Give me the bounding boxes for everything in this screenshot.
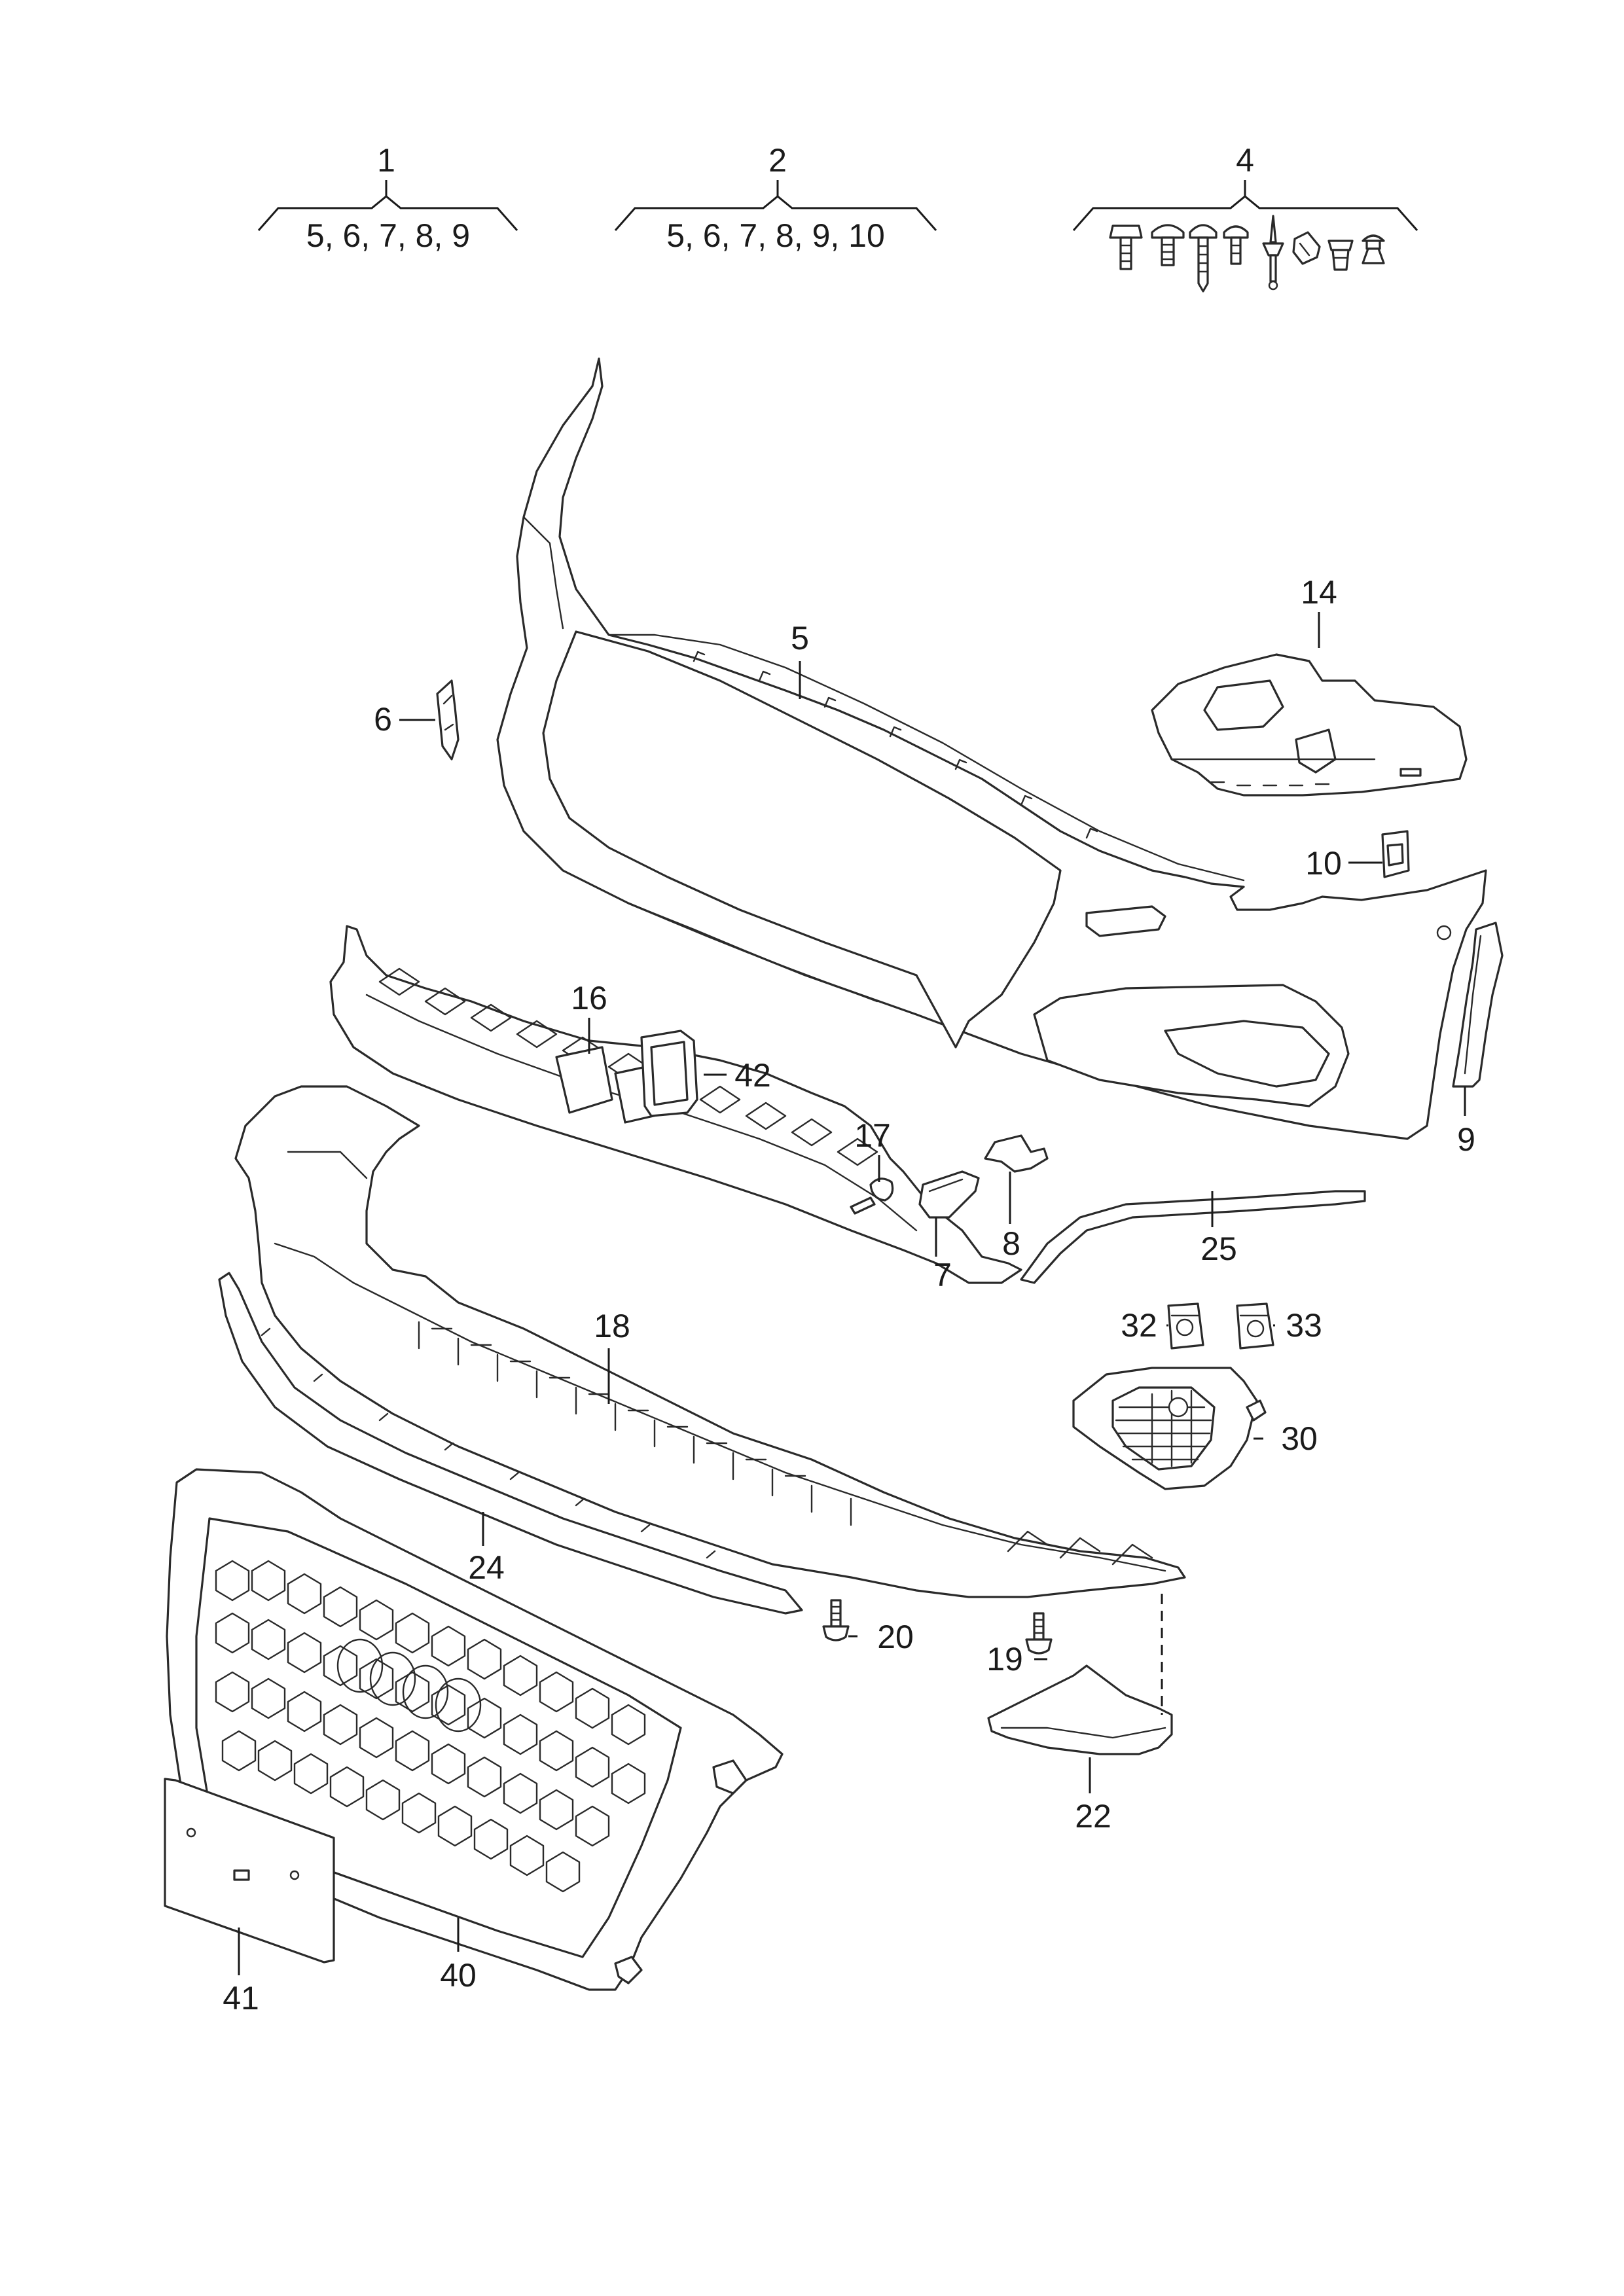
part-8-bracket[interactable] — [984, 1134, 1049, 1173]
callout-25[interactable]: 25 — [1200, 1230, 1237, 1267]
part-7-cap[interactable] — [918, 1170, 980, 1219]
callout-14[interactable]: 14 — [1301, 574, 1337, 611]
fastener-set-icon — [1109, 215, 1385, 293]
part-14-reinforcement[interactable] — [1151, 653, 1468, 797]
callout-42[interactable]: 42 — [734, 1057, 771, 1094]
callouts: 5 6 7 8 9 10 14 16 17 18 19 20 22 24 25 … — [223, 574, 1475, 2017]
group-1-contents: 5, 6, 7, 8, 9 — [306, 217, 470, 254]
part-25-trim-strip[interactable] — [1020, 1190, 1366, 1284]
group-2-number: 2 — [768, 142, 787, 179]
callout-6[interactable]: 6 — [374, 701, 392, 738]
callout-24[interactable]: 24 — [468, 1549, 505, 1586]
part-33-clip[interactable] — [1236, 1302, 1274, 1350]
part-30-fog-grille[interactable] — [1072, 1367, 1267, 1490]
group-1-number: 1 — [377, 142, 395, 179]
part-18-carrier[interactable] — [234, 1085, 1186, 1598]
callout-20[interactable]: 20 — [877, 1619, 914, 1655]
part-17-screw[interactable] — [850, 1177, 894, 1215]
part-32-clip[interactable] — [1167, 1302, 1204, 1350]
callout-32[interactable]: 32 — [1121, 1307, 1157, 1344]
four-rings-logo-icon — [336, 1638, 482, 1732]
group-2-brace — [614, 180, 937, 231]
part-19-screw[interactable] — [1025, 1612, 1053, 1655]
part-9-trim[interactable] — [1452, 922, 1504, 1088]
callout-22[interactable]: 22 — [1075, 1798, 1111, 1835]
part-24-spoiler-strip[interactable] — [218, 1272, 803, 1615]
group-4[interactable]: 4 — [1072, 142, 1418, 293]
part-22-bracket[interactable] — [987, 1664, 1173, 1755]
group-4-number: 4 — [1236, 142, 1254, 179]
part-42-sensor[interactable] — [640, 1030, 698, 1117]
callout-10[interactable]: 10 — [1305, 845, 1342, 882]
group-1[interactable]: 1 5, 6, 7, 8, 9 — [257, 142, 518, 254]
callout-5[interactable]: 5 — [791, 620, 809, 656]
callout-9[interactable]: 9 — [1457, 1121, 1475, 1158]
callout-40[interactable]: 40 — [440, 1957, 477, 1994]
bumper-cover[interactable] — [496, 357, 1487, 1140]
part-41-plate-holder[interactable] — [164, 1778, 335, 1964]
callout-8[interactable]: 8 — [1002, 1225, 1020, 1262]
callout-30[interactable]: 30 — [1281, 1420, 1318, 1457]
part-10-clip[interactable] — [1381, 830, 1410, 878]
leader-lines — [238, 612, 1466, 1975]
group-2[interactable]: 2 5, 6, 7, 8, 9, 10 — [614, 142, 937, 254]
callout-16[interactable]: 16 — [571, 980, 607, 1016]
group-4-brace — [1072, 180, 1418, 231]
callout-19[interactable]: 19 — [986, 1641, 1023, 1677]
callout-17[interactable]: 17 — [854, 1117, 891, 1154]
group-2-contents: 5, 6, 7, 8, 9, 10 — [666, 217, 885, 254]
callout-18[interactable]: 18 — [594, 1308, 630, 1344]
callout-33[interactable]: 33 — [1286, 1307, 1322, 1344]
group-1-brace — [257, 180, 518, 231]
part-6-bracket[interactable] — [436, 679, 460, 761]
callout-7[interactable]: 7 — [933, 1257, 952, 1293]
callout-41[interactable]: 41 — [223, 1980, 259, 2017]
part-20-screw[interactable] — [822, 1599, 850, 1641]
